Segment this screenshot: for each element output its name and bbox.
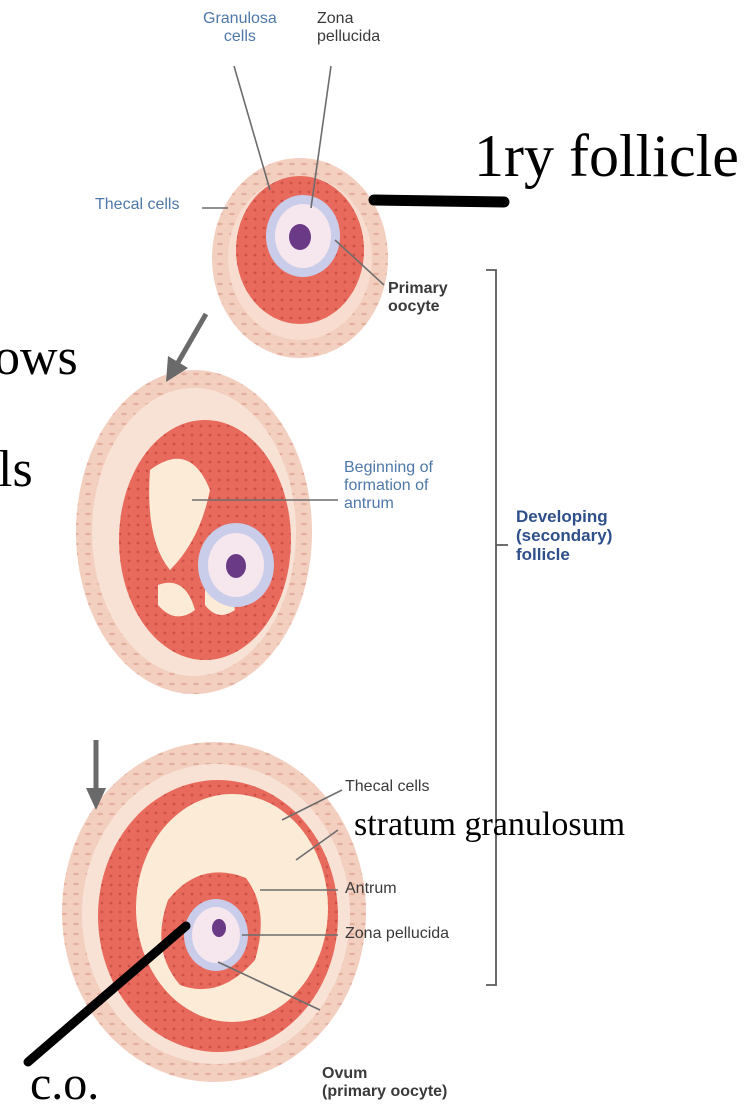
developing-follicle-bracket xyxy=(486,270,508,985)
primary-follicle xyxy=(212,158,388,358)
primary-follicle-pointer xyxy=(374,200,504,202)
nucleus-icon xyxy=(226,554,246,578)
primary-oocyte-label: Primary oocyte xyxy=(388,280,448,316)
zona-pellucida-top-label: Zona pellucida xyxy=(317,10,380,46)
secondary-follicle xyxy=(76,370,312,694)
primary-follicle-annotation: 1ry follicle xyxy=(474,126,739,186)
beginning-antrum-label: Beginning of formation of antrum xyxy=(344,459,433,513)
partial-text-1: ows xyxy=(0,332,78,384)
antral-follicle xyxy=(62,742,366,1082)
stratum-granulosum-annotation: stratum granulosum xyxy=(354,808,625,842)
ovum-label: Ovum (primary oocyte) xyxy=(322,1065,447,1101)
nucleus-icon xyxy=(212,919,226,937)
corona-annotation: c.o. xyxy=(30,1060,99,1108)
granulosa-cells-label: Granulosa cells xyxy=(203,10,277,46)
partial-text-2: ls xyxy=(0,444,33,496)
antrum-label: Antrum xyxy=(345,880,397,898)
zona-pellucida-bottom-label: Zona pellucida xyxy=(345,925,449,943)
developing-follicle-label: Developing (secondary) follicle xyxy=(516,507,612,564)
thecal-cells-top-label: Thecal cells xyxy=(95,196,179,214)
thecal-cells-bottom-label: Thecal cells xyxy=(345,778,429,796)
nucleus-icon xyxy=(289,224,311,250)
